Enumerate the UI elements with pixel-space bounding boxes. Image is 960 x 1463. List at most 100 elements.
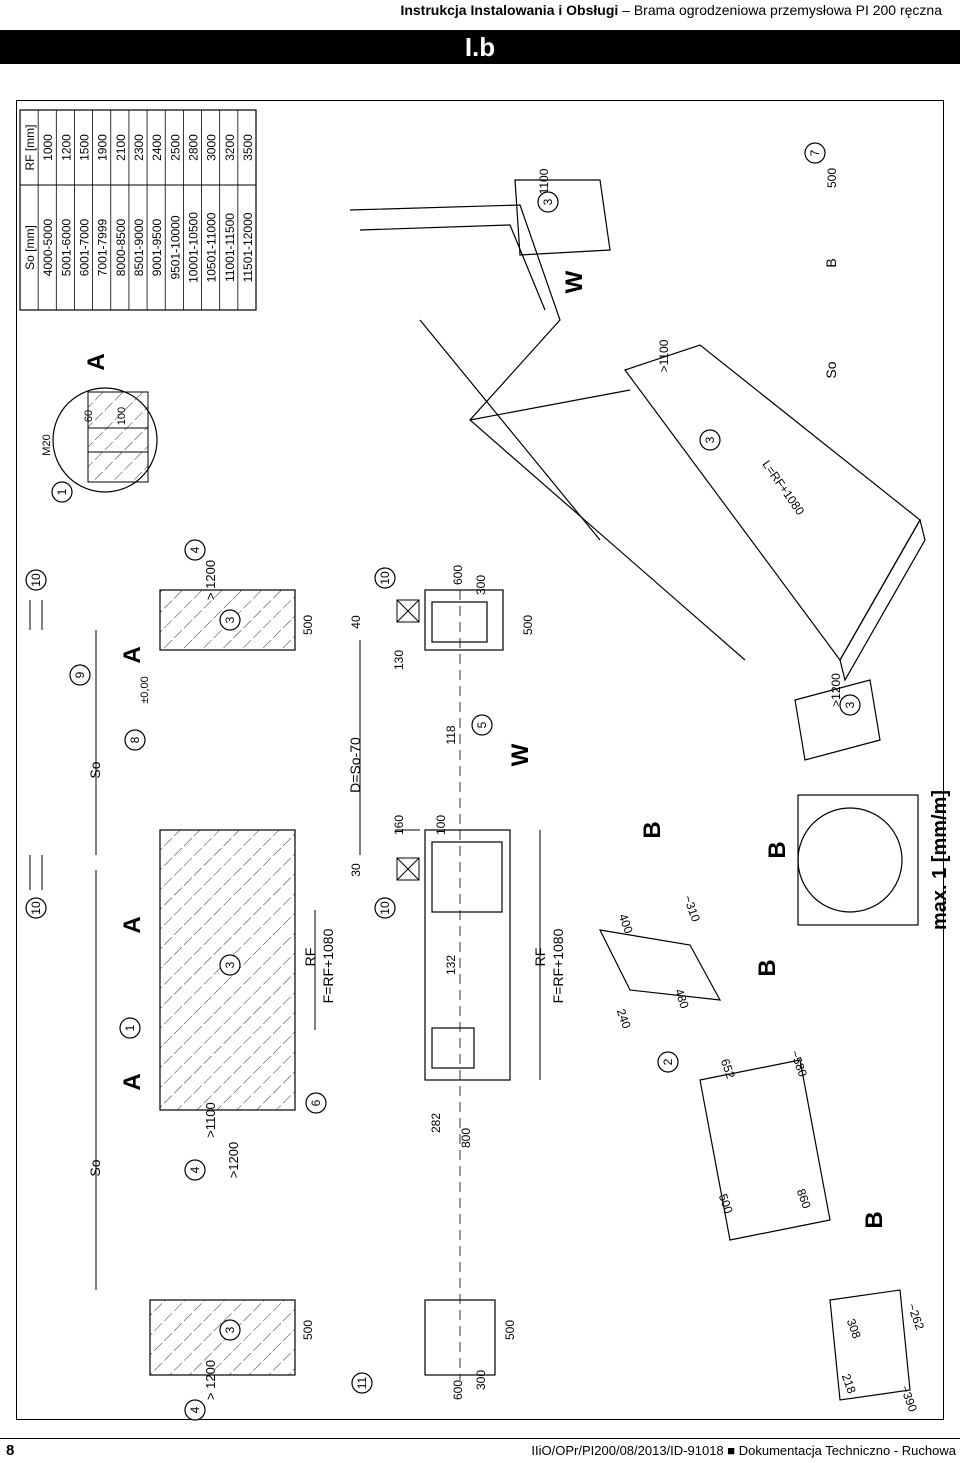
table-cell: 3500 bbox=[241, 134, 255, 161]
dim-gt1200: > 1200 bbox=[203, 560, 218, 600]
dim-100: 100 bbox=[116, 407, 128, 425]
table-cell: 3200 bbox=[223, 134, 237, 161]
callout-number: 3 bbox=[843, 701, 857, 708]
dim-30: 30 bbox=[349, 863, 363, 877]
so-rf-table: So [mm]RF [mm]4000-500010005001-60001200… bbox=[19, 109, 257, 311]
callout-3: 3 bbox=[839, 694, 861, 716]
callout-10: 10 bbox=[25, 569, 47, 591]
anchor-plate bbox=[431, 841, 503, 913]
header-title-rest: Brama ogrodzeniowa przemysłowa PI 200 rę… bbox=[633, 2, 942, 18]
table-cell: 8000-8500 bbox=[114, 218, 128, 276]
label-l-formula: L=RF+1080 bbox=[759, 458, 807, 518]
table-cell: 2800 bbox=[186, 134, 200, 161]
dim-500: 500 bbox=[503, 1320, 517, 1340]
table-cell: 10501-11000 bbox=[205, 212, 219, 282]
callout-number: 4 bbox=[188, 1406, 202, 1413]
callout-5: 5 bbox=[471, 714, 493, 736]
dim-218: 218 bbox=[839, 1372, 859, 1396]
dim-300: 300 bbox=[474, 575, 488, 595]
callout-8: 8 bbox=[124, 729, 146, 751]
callout-4: 4 bbox=[184, 1399, 206, 1421]
callout-2: 2 bbox=[657, 1051, 679, 1073]
post-section bbox=[396, 857, 420, 881]
dim-500: 500 bbox=[825, 168, 839, 188]
label-a-top: A bbox=[83, 353, 110, 370]
label-max: max. 1 [mm/m] bbox=[929, 790, 951, 930]
post-section bbox=[396, 599, 420, 623]
callout-3: 3 bbox=[537, 191, 559, 213]
base-plate-iso bbox=[598, 929, 722, 1001]
drawing-frame bbox=[16, 100, 944, 1420]
dim-40: 40 bbox=[349, 615, 363, 629]
header-title-separator: – bbox=[618, 2, 634, 18]
label-m20: M20 bbox=[41, 434, 53, 455]
callout-4: 4 bbox=[184, 539, 206, 561]
dim-240: 240 bbox=[614, 1007, 634, 1031]
label-w: W bbox=[507, 743, 534, 766]
dim-100: 100 bbox=[434, 815, 448, 835]
table-cell: 2300 bbox=[132, 134, 146, 161]
callout-number: 2 bbox=[661, 1058, 675, 1065]
detail-1: 100 60 M20 bbox=[41, 387, 158, 493]
callout-3: 3 bbox=[219, 1319, 241, 1341]
callout-number: 9 bbox=[73, 671, 87, 678]
dim-860: 860 bbox=[794, 1187, 814, 1211]
label-b: B bbox=[764, 841, 791, 858]
callout-11: 11 bbox=[351, 1372, 373, 1394]
callout-number: 11 bbox=[355, 1376, 369, 1389]
label-b: B bbox=[754, 959, 781, 976]
table-cell: 7001-7999 bbox=[96, 218, 110, 276]
dim-300: 300 bbox=[474, 1370, 488, 1390]
dim-400: 400 bbox=[616, 912, 636, 936]
callout-number: 1 bbox=[55, 488, 69, 495]
dim-580: ~580 bbox=[788, 1049, 811, 1079]
gate-frame-inner bbox=[359, 224, 546, 311]
label-a: A bbox=[119, 1073, 146, 1090]
base-plate-iso bbox=[829, 1289, 911, 1401]
table-cell: 10001-10500 bbox=[186, 212, 200, 283]
table-cell: 11001-11500 bbox=[223, 213, 237, 282]
dim-160: 160 bbox=[392, 815, 406, 835]
dim-390: ~390 bbox=[898, 1384, 921, 1414]
base-plate-iso bbox=[699, 1059, 831, 1241]
dim-500: 500 bbox=[521, 615, 535, 635]
dim-800: 800 bbox=[459, 1128, 473, 1148]
callout-number: 6 bbox=[309, 1099, 323, 1106]
label-so: So bbox=[823, 361, 839, 378]
callout-number: 1 bbox=[123, 1024, 137, 1031]
foundation-left bbox=[149, 1299, 296, 1376]
table-cell: 9501-10000 bbox=[168, 215, 182, 279]
callout-3: 3 bbox=[219, 609, 241, 631]
dim-118: 118 bbox=[444, 725, 458, 744]
callout-number: 10 bbox=[29, 573, 43, 587]
label-f-formula: F=RF+1080 bbox=[550, 928, 566, 1003]
label-level: ±0,00 bbox=[139, 676, 151, 703]
dim-600: 600 bbox=[451, 565, 465, 585]
callout-number: 8 bbox=[128, 736, 142, 743]
callout-6: 6 bbox=[305, 1092, 327, 1114]
callout-number: 4 bbox=[188, 1166, 202, 1173]
callout-3: 3 bbox=[219, 954, 241, 976]
detail-circle bbox=[52, 387, 158, 493]
table-text: So [mm]RF [mm]4000-500010005001-60001200… bbox=[23, 125, 255, 283]
foundation-block-side bbox=[839, 518, 926, 682]
dim-282: 282 bbox=[429, 1113, 443, 1133]
callout-3: 3 bbox=[699, 429, 721, 451]
label-a: A bbox=[119, 646, 146, 663]
dim-gt1200: >1200 bbox=[226, 1142, 241, 1179]
dim-600: 600 bbox=[451, 1380, 465, 1400]
table-cell: 2500 bbox=[168, 134, 182, 161]
callout-number: 3 bbox=[223, 961, 237, 968]
callout-number: 10 bbox=[378, 901, 392, 915]
table-lines bbox=[20, 110, 256, 310]
label-rf: RF bbox=[532, 948, 548, 967]
table-cell: So [mm] bbox=[23, 225, 37, 270]
label-so: So bbox=[87, 761, 103, 778]
callout-number: 3 bbox=[223, 616, 237, 623]
base-plan-right bbox=[424, 589, 504, 651]
dim-262: ~262 bbox=[905, 1302, 928, 1332]
table-cell: 1000 bbox=[41, 134, 55, 161]
table-cell: 1500 bbox=[78, 134, 92, 161]
table-cell: 4000-5000 bbox=[41, 218, 55, 276]
